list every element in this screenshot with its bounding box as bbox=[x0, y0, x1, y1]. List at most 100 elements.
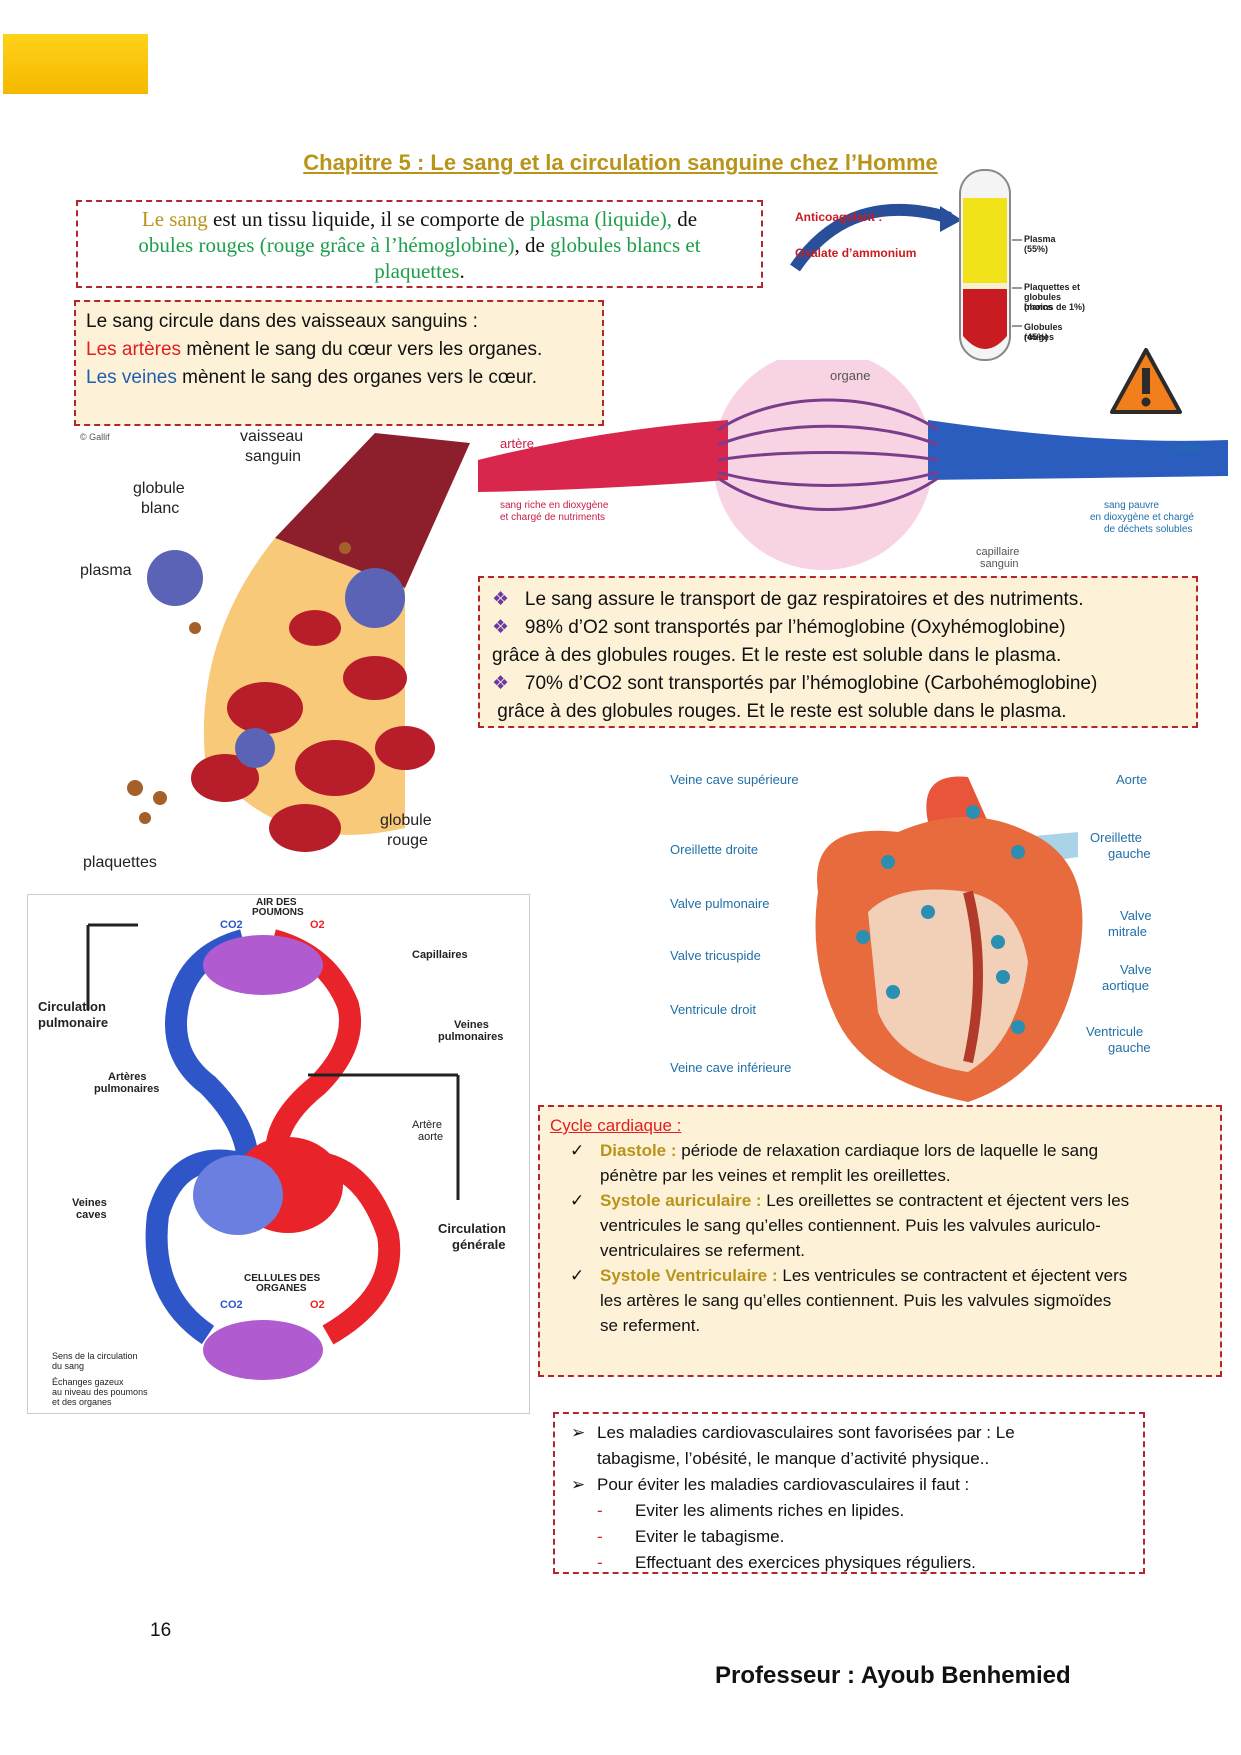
cap-right1: sang pauvre bbox=[1104, 500, 1160, 511]
cap-artere: artère bbox=[500, 436, 534, 451]
capillary-drawing bbox=[478, 350, 1228, 570]
cycle-sa-3: ventriculaires se referment. bbox=[600, 1241, 806, 1260]
blood-plasma: plasma bbox=[80, 562, 132, 579]
cap-capillaire1: capillaire bbox=[976, 546, 1020, 558]
blood-globule-blanc2: blanc bbox=[141, 500, 180, 517]
blood-vaisseau2: sanguin bbox=[245, 448, 302, 465]
cycle-d-2: pénètre par les veines et remplit les or… bbox=[600, 1166, 951, 1185]
bullet-1-icon: ❖ bbox=[492, 589, 510, 610]
heart-vd: Ventricule droit bbox=[670, 1002, 756, 1017]
heart-drawing bbox=[815, 776, 1083, 1102]
tube-globules-pct: (45%) bbox=[1024, 332, 1049, 342]
vessels-arteres: Les artères bbox=[86, 339, 182, 360]
vessels-veines-text: mènent le sang des organes vers le cœur. bbox=[176, 367, 537, 388]
circ-pulm1: Circulation bbox=[38, 999, 106, 1014]
blood-globule-rouge2: rouge bbox=[387, 832, 428, 849]
circ-gen2: générale bbox=[452, 1237, 506, 1252]
cap-organe: organe bbox=[830, 368, 871, 383]
test-tube-drawing bbox=[790, 169, 1022, 361]
heart-vcs: Veine cave supérieure bbox=[670, 772, 799, 787]
circ-cellules1: CELLULES DES bbox=[244, 1273, 321, 1284]
cycle-d-title: Diastole : bbox=[600, 1141, 677, 1160]
diseases-p1: Les maladies cardiovasculaires sont favo… bbox=[597, 1423, 1015, 1442]
cycle-sa-1: Les oreillettes se contractent et éjecte… bbox=[761, 1191, 1130, 1210]
dash-3-icon: - bbox=[597, 1553, 603, 1572]
circ-co2-top: CO2 bbox=[220, 919, 243, 931]
intro-t6: , de bbox=[514, 233, 551, 257]
cycle-sv-title: Systole Ventriculaire : bbox=[600, 1266, 778, 1285]
check-3-icon: ✓ bbox=[570, 1266, 585, 1285]
heart-vp: Valve pulmonaire bbox=[670, 896, 770, 911]
anticoag-label: Anticoagulant : bbox=[795, 210, 883, 224]
blood-globule-blanc1: globule bbox=[133, 480, 185, 497]
heart-vg1: Ventricule bbox=[1086, 1024, 1144, 1039]
circ-veines-pulm2: pulmonaires bbox=[438, 1031, 504, 1043]
circ-art-pulm2: pulmonaires bbox=[94, 1083, 160, 1095]
circ-artere-aorte2: aorte bbox=[418, 1131, 444, 1143]
warning-icon bbox=[1108, 346, 1184, 416]
cycle-sv-1: Les ventricules se contractent et éjecte… bbox=[777, 1266, 1128, 1285]
circ-veines-pulm1: Veines bbox=[454, 1019, 489, 1031]
author: Professeur : Ayoub Benhemied bbox=[715, 1662, 1071, 1689]
transport-b3: 70% d’CO2 sont transportés par l’hémoglo… bbox=[524, 673, 1098, 694]
circ-co2-bottom: CO2 bbox=[220, 1299, 243, 1311]
dash-1-icon: - bbox=[597, 1501, 603, 1520]
heart-vm1: Valve bbox=[1120, 908, 1152, 923]
circ-artere-aorte1: Artère bbox=[412, 1119, 442, 1131]
circ-pulm2: pulmonaire bbox=[38, 1015, 109, 1030]
intro-t2: est un tissu liquide, il se comporte de bbox=[207, 207, 530, 231]
heart-figure: Veine cave supérieure Oreillette droite … bbox=[668, 762, 1158, 1118]
blood-copyright: © Gallif bbox=[80, 432, 110, 442]
transport-b2: 98% d’O2 sont transportés par l’hémoglob… bbox=[524, 617, 1066, 638]
intro-t3: plasma (liquide), bbox=[529, 207, 673, 231]
circ-veines-caves1: Veines bbox=[72, 1197, 107, 1209]
transport-b3b: grâce à des globules rouges. Et le reste… bbox=[492, 701, 1067, 722]
intro-t7: globules blancs et bbox=[550, 233, 701, 257]
bullet-2-icon: ❖ bbox=[492, 617, 510, 638]
intro-t8: plaquettes bbox=[374, 259, 460, 283]
oxalate-label: Oxalate d’ammonium bbox=[795, 246, 917, 260]
circ-o2-top: O2 bbox=[310, 919, 325, 931]
cycle-box: Cycle cardiaque : ✓ Diastole : période de… bbox=[538, 1105, 1222, 1377]
blood-plaquettes: plaquettes bbox=[83, 854, 157, 871]
check-2-icon: ✓ bbox=[570, 1191, 585, 1210]
circ-leg2c: et des organes bbox=[52, 1397, 112, 1407]
blood-vessel-figure: © Gallif vaisseau sanguin globule blanc … bbox=[75, 428, 475, 878]
cycle-title: Cycle cardiaque : bbox=[550, 1116, 682, 1135]
diseases-i1: Eviter les aliments riches en lipides. bbox=[635, 1501, 905, 1520]
cap-right2: en dioxygène et chargé bbox=[1090, 512, 1194, 523]
circulation-figure: AIR DES POUMONS Capillaires Circulation … bbox=[27, 894, 530, 1414]
heart-og2: gauche bbox=[1108, 846, 1151, 861]
dash-2-icon: - bbox=[597, 1527, 603, 1546]
heart-vt: Valve tricuspide bbox=[670, 948, 761, 963]
heart-vg2: gauche bbox=[1108, 1040, 1151, 1055]
blood-globule-rouge1: globule bbox=[380, 812, 432, 829]
circ-air2: POUMONS bbox=[252, 907, 304, 918]
tube-plaquettes-label3: (moins de 1%) bbox=[1024, 302, 1086, 312]
circ-leg1: Sens de la circulation bbox=[52, 1351, 138, 1361]
heart-og1: Oreillette bbox=[1090, 830, 1143, 845]
vessels-line1: Le sang circule dans des vaisseaux sangu… bbox=[86, 311, 478, 332]
cap-veine: veine bbox=[1172, 440, 1204, 455]
diseases-i3: Effectuant des exercices physiques régul… bbox=[635, 1553, 976, 1572]
circ-o2-bottom: O2 bbox=[310, 1299, 325, 1311]
cycle-sv-3: se referment. bbox=[600, 1316, 701, 1335]
heart-va1: Valve bbox=[1120, 962, 1152, 977]
blood-vessel-drawing bbox=[127, 433, 470, 852]
cycle-d-1: période de relaxation cardiaque lors de … bbox=[676, 1141, 1099, 1160]
circ-air1: AIR DES bbox=[256, 897, 297, 908]
heart-vm2: mitrale bbox=[1108, 924, 1148, 939]
intro-t4: de bbox=[672, 207, 698, 231]
bullet-3-icon: ❖ bbox=[492, 673, 510, 694]
circ-veines-caves2: caves bbox=[76, 1209, 107, 1221]
circ-leg2b: au niveau des poumons bbox=[52, 1387, 148, 1397]
page-number: 16 bbox=[150, 1620, 172, 1641]
heart-vci: Veine cave inférieure bbox=[670, 1060, 792, 1075]
cycle-sa-2: ventricules le sang qu’elles contiennent… bbox=[600, 1216, 1101, 1235]
capillary-figure: organe artère veine sang riche en dioxyg… bbox=[478, 350, 1228, 570]
cap-right3: de déchets solubles bbox=[1104, 524, 1193, 535]
heart-od: Oreillette droite bbox=[670, 842, 759, 857]
vessels-veines: Les veines bbox=[86, 367, 177, 388]
cap-capillaire2: sanguin bbox=[980, 558, 1019, 570]
tube-plaquettes-label2: globules blancs bbox=[1024, 292, 1062, 312]
